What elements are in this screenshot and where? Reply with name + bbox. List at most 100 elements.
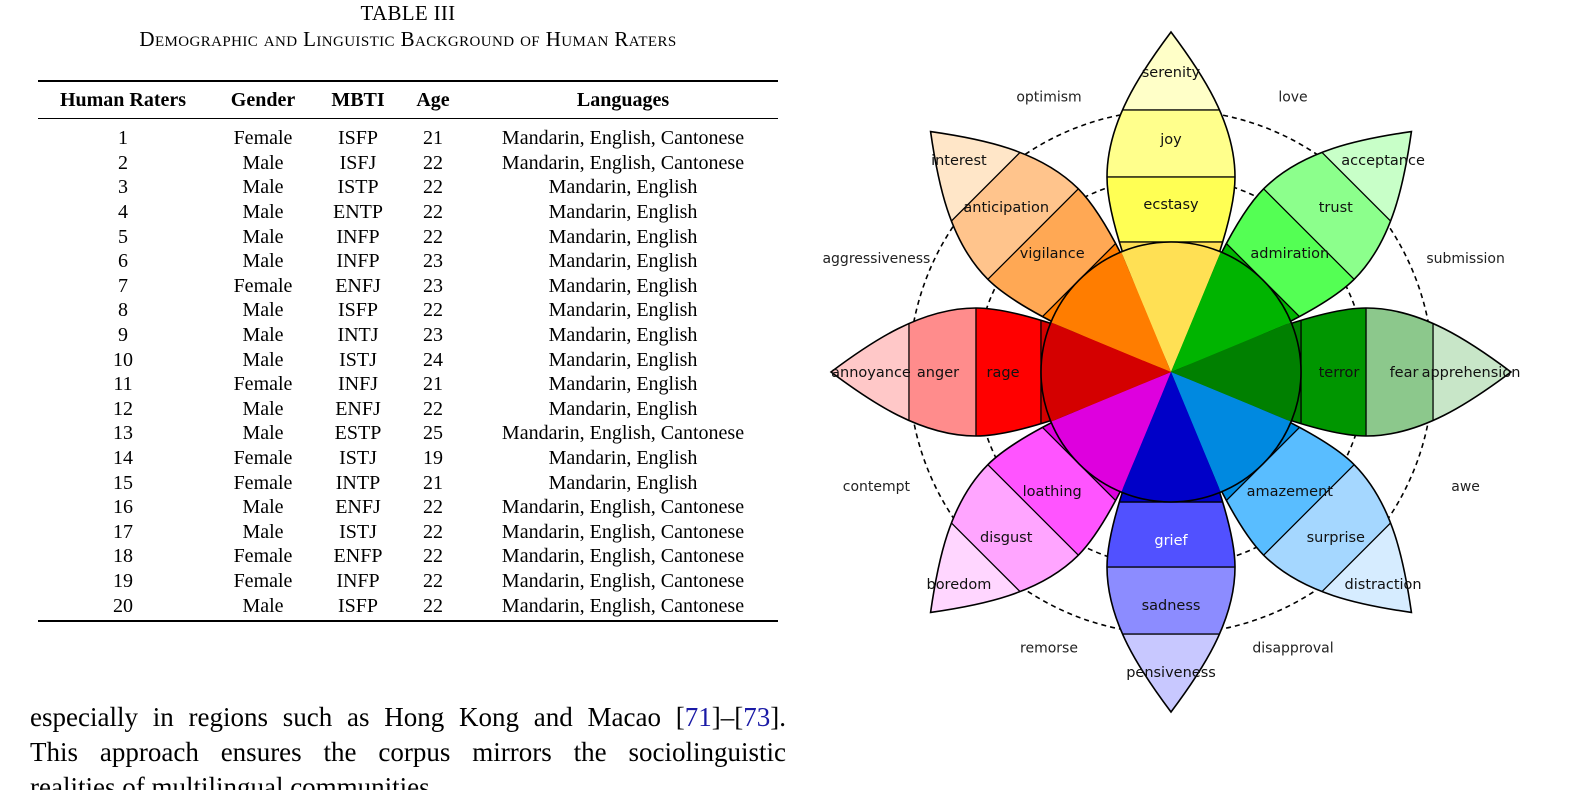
cell-mbti: ENFP: [333, 545, 383, 568]
dyad-label: aggressiveness: [822, 251, 930, 267]
emotion-label: ecstasy: [1143, 197, 1199, 213]
cell-mbti: INFP: [336, 250, 380, 273]
cell-gender: Female: [233, 569, 293, 592]
core-wedge-amazement: [1171, 372, 1292, 493]
emotion-label: joy: [1159, 132, 1182, 148]
raters-table: Human Raters Gender MBTI Age Languages 1…: [38, 80, 778, 622]
cell-rater: 2: [118, 151, 128, 174]
cell-mbti: ISFP: [337, 299, 379, 322]
cell-rater: 3: [118, 176, 128, 199]
core-circle: [1040, 241, 1302, 503]
emotion-label: fear: [1390, 365, 1419, 381]
cell-gender: Male: [242, 348, 284, 371]
cell-rater: 12: [113, 397, 133, 420]
cell-gender: Male: [242, 225, 284, 248]
cell-age: 23: [423, 324, 443, 347]
header-human-raters: Human Raters: [38, 80, 208, 119]
cell-age: 23: [423, 274, 443, 297]
cell-rater: 5: [118, 225, 128, 248]
cell-age: 23: [423, 250, 443, 273]
cell-age: 21: [423, 373, 443, 396]
header-languages: Languages: [468, 80, 778, 119]
cell-mbti: ISTJ: [339, 348, 377, 371]
cell-mbti: ENFJ: [335, 274, 381, 297]
cell-gender: Male: [242, 520, 284, 543]
emotion-label: boredom: [926, 577, 991, 593]
table-title: Demographic and Linguistic Background of…: [139, 27, 677, 51]
core-wedge-loathing: [1050, 372, 1171, 493]
dyad-label: submission: [1426, 251, 1505, 267]
cell-mbti: ENFJ: [335, 397, 381, 420]
cell-rater: 11: [113, 373, 133, 396]
cell-gender: Male: [242, 422, 284, 445]
cell-rater: 9: [118, 324, 128, 347]
cell-gender: Female: [233, 373, 293, 396]
header-age: Age: [398, 80, 468, 119]
cell-age: 22: [423, 496, 443, 519]
cell-gender: Male: [208, 593, 318, 622]
cell-mbti: ENFJ: [335, 496, 381, 519]
cell-rater: 15: [113, 471, 133, 494]
table-caption: TABLE III Demographic and Linguistic Bac…: [38, 0, 778, 52]
cell-age: 22: [423, 225, 443, 248]
cell-languages: Mandarin, English: [548, 299, 698, 322]
emotion-wheel: serenityjoyecstasyacceptancetrustadmirat…: [822, 30, 1520, 714]
dyad-label: optimism: [1016, 90, 1081, 106]
cell-rater: 14: [113, 447, 133, 470]
cell-age: 22: [398, 593, 468, 622]
cell-rater: 17: [113, 520, 133, 543]
citation-link[interactable]: 73: [743, 702, 771, 732]
cell-gender: Male: [242, 151, 284, 174]
cell-age: 22: [423, 151, 443, 174]
body-line-1-text: especially in regions such as Hong Kong …: [30, 702, 685, 732]
emotion-label: sadness: [1142, 598, 1201, 614]
emotion-label: acceptance: [1341, 153, 1425, 169]
emotion-label: grief: [1154, 533, 1188, 549]
cell-languages: Mandarin, English, Cantonese: [501, 422, 745, 445]
header-gender: Gender: [208, 80, 318, 119]
emotion-label: anger: [917, 365, 959, 381]
cell-gender: Male: [242, 176, 284, 199]
cell-languages: Mandarin, English: [548, 274, 698, 297]
cell-rater: 7: [118, 274, 128, 297]
cell-languages: Mandarin, English, Cantonese: [501, 127, 745, 150]
cell-languages: Mandarin, English: [548, 225, 698, 248]
cell-rater: 13: [113, 422, 133, 445]
cell-gender: Male: [242, 397, 284, 420]
emotion-label: vigilance: [1020, 246, 1085, 262]
cell-mbti: INFP: [336, 225, 380, 248]
cell-mbti: ISTP: [337, 176, 379, 199]
cell-rater: 16: [113, 496, 133, 519]
body-line-2: This approach ensures the corpus mirrors…: [30, 737, 786, 767]
cell-gender: Male: [242, 250, 284, 273]
body-line-1: especially in regions such as Hong Kong …: [30, 700, 786, 735]
cell-languages: Mandarin, English: [548, 373, 698, 396]
cell-age: 19: [423, 447, 443, 470]
emotion-label: serenity: [1142, 65, 1201, 81]
body-paragraph: especially in regions such as Hong Kong …: [30, 700, 786, 790]
emotion-label: pensiveness: [1126, 665, 1216, 681]
cell-mbti: ISFJ: [339, 151, 377, 174]
core-wedge-admiration: [1171, 251, 1292, 372]
dyad-label: disapproval: [1252, 640, 1333, 656]
core-wedge-rage: [1041, 322, 1171, 422]
table-row: 5 Male INFP 22 Mandarin, English: [38, 224, 778, 249]
cell-mbti: ISTJ: [339, 520, 377, 543]
cell-languages: Mandarin, English, Cantonese: [501, 496, 745, 519]
cell-rater: 20: [38, 593, 208, 622]
cell-rater: 6: [118, 250, 128, 273]
cell-gender: Female: [233, 127, 293, 150]
core-wedge-grief: [1121, 372, 1221, 502]
cell-age: 21: [423, 471, 443, 494]
citation-link[interactable]: 71: [684, 702, 712, 732]
